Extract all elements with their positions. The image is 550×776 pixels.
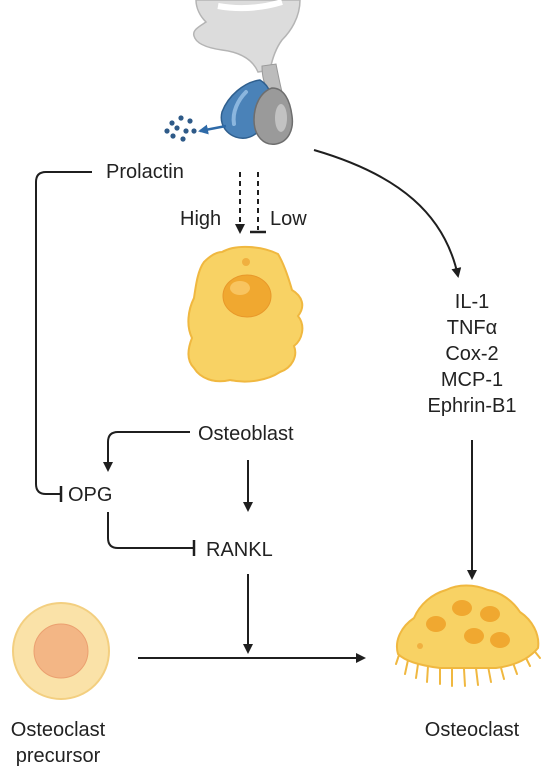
- osteoblast-nucleus: [222, 274, 272, 318]
- hypothalamus-shape: [192, 0, 301, 73]
- osteoblast-vesicle: [242, 258, 250, 266]
- osteoclast-ruffled-border: [395, 647, 541, 687]
- osteoblast-cell: [187, 246, 304, 383]
- mediator-label: MCP-1: [440, 369, 504, 391]
- osteoblast-nucleolus: [230, 281, 250, 295]
- opg-label: OPG: [68, 484, 113, 506]
- precursor-nucleus: [33, 623, 89, 679]
- rankl-label: RANKL: [206, 539, 273, 561]
- osteoclast-nucleus: [426, 616, 446, 632]
- osteoclast-body: [396, 584, 540, 669]
- posterior-pituitary-shine: [275, 104, 287, 132]
- mediator-label: TNFα: [446, 317, 498, 339]
- osteoclast-precursor-label-line1: Osteoclast: [10, 719, 106, 741]
- prolactin-to-opg-inhibition: [35, 171, 92, 495]
- mediator-label: Cox-2: [445, 343, 499, 365]
- secretion-arrow: [198, 124, 227, 135]
- osteoclast-nucleus: [490, 632, 510, 648]
- pituitary-gland-illustration: [192, 0, 301, 145]
- prolactin-secretion-dots: [164, 115, 197, 142]
- osteoclast-nucleus: [480, 606, 500, 622]
- opg-to-rankl-inhibition: [107, 512, 193, 549]
- osteoblast-label: Osteoblast: [198, 423, 294, 445]
- prolactin-label: Prolactin: [106, 161, 184, 183]
- osteoclast-precursor-label-line2: precursor: [15, 745, 101, 767]
- osteoclast-nucleus: [452, 600, 472, 616]
- osteoblast-to-opg-arrow: [103, 431, 190, 472]
- osteoclast-cell: [395, 584, 541, 687]
- osteoclast-nucleus: [464, 628, 484, 644]
- anterior-pituitary-highlight: [231, 90, 248, 126]
- osteoclast-label: Osteoclast: [424, 719, 520, 741]
- mediator-label: Ephrin-B1: [427, 395, 517, 417]
- pituitary-to-mediators-arrow: [313, 149, 462, 278]
- osteoclast-vesicle: [417, 643, 423, 649]
- osteoclast-precursor-cell: [12, 602, 110, 700]
- mediator-label: IL-1: [454, 291, 490, 313]
- hypothalamus-fold: [217, 0, 283, 12]
- low-label: Low: [270, 208, 307, 230]
- high-label: High: [180, 208, 222, 230]
